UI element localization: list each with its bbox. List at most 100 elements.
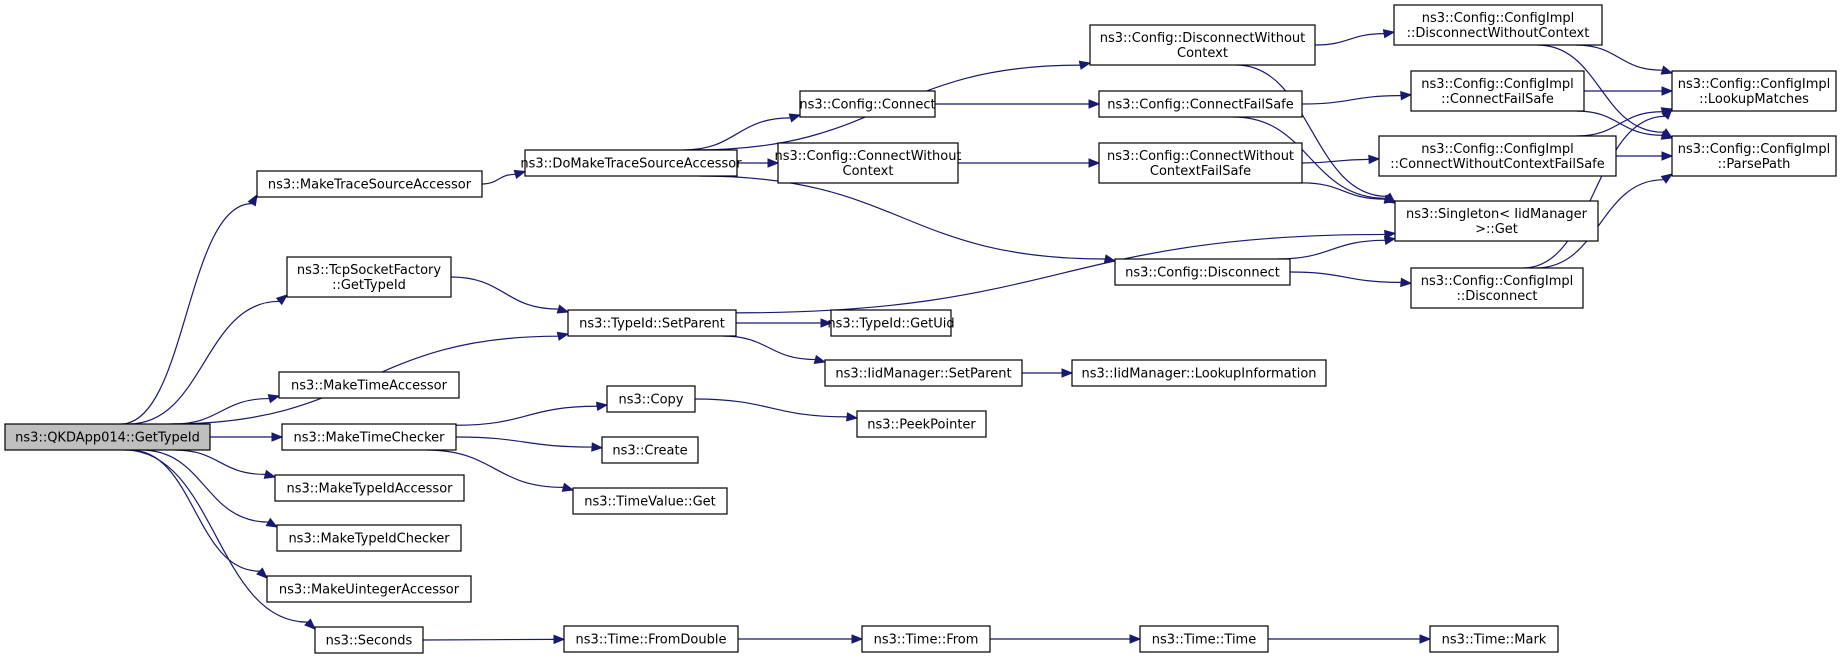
edge-root-to-mua [129, 449, 268, 579]
node-box [524, 149, 738, 177]
node-mark[interactable]: ns3::Time::Mark [1429, 625, 1559, 653]
edge-cdisc-to-ci_disc [1289, 271, 1413, 288]
node-box [314, 626, 424, 654]
node-root[interactable]: ns3::QKDApp014::GetTypeId [4, 423, 211, 451]
arrowhead-icon [1400, 277, 1413, 288]
arrowhead-icon [1660, 130, 1674, 140]
edge-cconnect-to-ccfs [935, 99, 1101, 109]
edge-ccwcfs-to-ci_cwcfs [1301, 154, 1381, 165]
edge-root-to-mtsa [120, 193, 258, 425]
edge-ccfs-to-ci_cfs [1301, 90, 1413, 105]
arrowhead-icon [265, 517, 279, 528]
node-mtsa[interactable]: ns3::MakeTraceSourceAccessor [256, 170, 483, 198]
node-box [861, 625, 991, 653]
arrowhead-icon [1660, 65, 1674, 75]
node-box [1098, 90, 1303, 118]
node-box [1393, 4, 1603, 46]
node-label: Context [843, 164, 894, 179]
edge-line [450, 276, 559, 310]
edge-mtc-to-create [455, 436, 604, 452]
edge-line [128, 300, 280, 425]
node-cdwc[interactable]: ns3::Config::DisconnectWithoutContext [1089, 24, 1316, 66]
edge-line [422, 638, 555, 641]
edge-ci_cfs-to-parsepath [1576, 110, 1674, 140]
arrowhead-icon [1088, 99, 1101, 109]
arrowhead-icon [275, 294, 289, 306]
node-ci_disc[interactable]: ns3::Config::ConfigImpl::Disconnect [1410, 267, 1584, 309]
node-mta[interactable]: ns3::MakeTimeAccessor [278, 371, 460, 399]
node-cdisc[interactable]: ns3::Config::Disconnect [1114, 258, 1291, 286]
node-mtic[interactable]: ns3::MakeTypeIdChecker [276, 524, 462, 552]
node-create[interactable]: ns3::Create [601, 436, 699, 464]
node-box [824, 359, 1023, 387]
edge-ci_cwcfs-to-parsepath [1615, 151, 1674, 161]
node-from[interactable]: ns3::Time::From [861, 625, 991, 653]
arrowhead-icon [813, 354, 827, 365]
node-box [4, 423, 211, 451]
edge-line [174, 449, 266, 476]
node-ccfs[interactable]: ns3::Config::ConnectFailSafe [1098, 90, 1303, 118]
edge-line [141, 449, 269, 523]
edge-line [735, 233, 1386, 314]
node-singleton[interactable]: ns3::Singleton< IidManager>::Get [1394, 200, 1599, 242]
node-ccwc[interactable]: ns3::Config::ConnectWithoutContext [774, 142, 962, 184]
node-ci_cwcfs[interactable]: ns3::Config::ConfigImpl::ConnectWithoutC… [1378, 135, 1617, 177]
node-lookup[interactable]: ns3::Config::ConfigImpl::LookupMatches [1671, 70, 1837, 112]
arrowhead-icon [561, 482, 575, 492]
arrowhead-icon [1368, 154, 1381, 165]
node-ci_cfs[interactable]: ns3::Config::ConfigImpl::ConnectFailSafe [1410, 70, 1585, 112]
node-tcpsf[interactable]: ns3::TcpSocketFactory::GetTypeId [286, 256, 452, 298]
edge-dmtsa-to-cconnect [683, 113, 802, 151]
node-box [1671, 70, 1837, 112]
node-label: ns3::PeekPointer [867, 418, 976, 433]
node-label: ns3::Config::DisconnectWithout [1100, 31, 1306, 46]
node-fromdouble[interactable]: ns3::Time::FromDouble [563, 625, 739, 653]
edge-line [1537, 44, 1664, 133]
node-label: ns3::Config::ConfigImpl [1421, 274, 1574, 289]
arrowhead-icon [1383, 235, 1397, 246]
node-label: ns3::Copy [618, 393, 683, 408]
node-time[interactable]: ns3::Time::Time [1139, 625, 1269, 653]
edge-line [1301, 95, 1402, 105]
edge-line [1277, 239, 1386, 260]
node-ci_dwc[interactable]: ns3::Config::ConfigImpl::DisconnectWitho… [1393, 4, 1603, 46]
node-label: Context [1177, 46, 1228, 61]
node-ccwcfs[interactable]: ns3::Config::ConnectWithoutContextFailSa… [1098, 142, 1303, 184]
node-dmtsa[interactable]: ns3::DoMakeTraceSourceAccessor [520, 149, 742, 177]
node-setparent[interactable]: ns3::TypeId::SetParent [567, 309, 737, 337]
node-mua[interactable]: ns3::MakeUintegerAccessor [266, 575, 472, 603]
node-label: >::Get [1475, 222, 1518, 237]
node-peek[interactable]: ns3::PeekPointer [856, 410, 987, 438]
edge-tcpsf-to-setparent [450, 276, 570, 314]
node-label: ns3::Time::Mark [1442, 633, 1547, 648]
node-mtc[interactable]: ns3::MakeTimeChecker [281, 423, 457, 451]
node-label: ns3::Config::ConnectFailSafe [1107, 98, 1294, 113]
node-copy[interactable]: ns3::Copy [606, 385, 696, 413]
edge-dmtsa-to-ccwc [737, 158, 780, 168]
edge-line [1301, 182, 1386, 200]
node-tvget[interactable]: ns3::TimeValue::Get [572, 487, 728, 515]
edge-fromdouble-to-from [737, 634, 864, 644]
node-getuid[interactable]: ns3::TypeId::GetUid [827, 309, 955, 337]
edge-ci_disc-to-lookup [1523, 108, 1673, 269]
node-label: ns3::MakeTimeChecker [294, 431, 446, 446]
node-iidsetparent[interactable]: ns3::IidManager::SetParent [824, 359, 1023, 387]
node-seconds[interactable]: ns3::Seconds [314, 626, 424, 654]
nodes-layer: ns3::QKDApp014::GetTypeId ns3::MakeTraceS… [4, 4, 1837, 654]
edge-line [455, 405, 598, 426]
node-cconnect[interactable]: ns3::Config::Connect [799, 90, 936, 118]
arrowhead-icon [767, 158, 780, 168]
node-box [1410, 70, 1585, 112]
edge-mtc-to-copy [455, 401, 609, 426]
node-box [1410, 267, 1584, 309]
node-parsepath[interactable]: ns3::Config::ConfigImpl::ParsePath [1671, 135, 1837, 177]
edges-layer [120, 29, 1674, 645]
node-label: ns3::TypeId::GetUid [827, 317, 954, 332]
edge-cdwc-to-ci_dwc [1314, 29, 1396, 46]
node-box [1671, 135, 1837, 177]
edge-line [426, 449, 564, 488]
node-mtia[interactable]: ns3::MakeTypeIdAccessor [274, 474, 465, 502]
edge-line [124, 449, 308, 623]
node-iidlookup[interactable]: ns3::IidManager::LookupInformation [1071, 359, 1327, 387]
